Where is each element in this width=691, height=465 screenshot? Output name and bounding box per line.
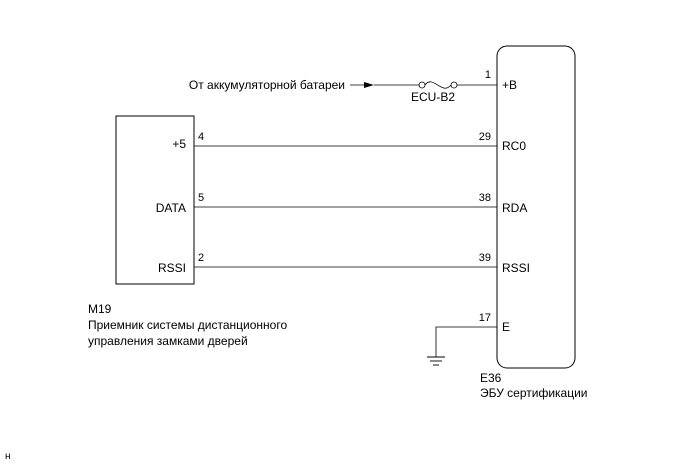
ecu-pin-1: 1 [485, 69, 491, 81]
receiver-name-line1: Приемник системы дистанционного [88, 318, 287, 332]
receiver-signal-data: DATA [156, 201, 186, 215]
fuse-symbol [418, 81, 458, 89]
footer-mark: н [5, 451, 11, 462]
ecu-pin-17: 17 [479, 312, 491, 324]
ecu-name: ЭБУ сертификации [480, 386, 588, 400]
ground-wire [435, 326, 497, 357]
ecu-pin-38: 38 [479, 192, 491, 204]
power-arrow-icon [364, 82, 374, 88]
receiver-signal-rssi: RSSI [158, 261, 186, 275]
ecu-signal-rda: RDA [502, 201, 527, 215]
ecu-signal-rssi: RSSI [502, 261, 530, 275]
receiver-pin-5: 5 [198, 192, 204, 204]
ecu-code: E36 [480, 371, 502, 385]
power-source-label: От аккумуляторной батареи [189, 78, 345, 92]
receiver-name-line2: управления замками дверей [88, 334, 248, 348]
ecu-signal-plusb: +B [502, 78, 517, 92]
receiver-code: M19 [88, 302, 112, 316]
ecu-pin-39: 39 [479, 252, 491, 264]
ecu-signal-rc0: RC0 [502, 139, 526, 153]
receiver-signal-plus5: +5 [172, 137, 186, 151]
ecu-pin-29: 29 [479, 131, 491, 143]
ecu-box [496, 45, 576, 369]
fuse-label: ECU-B2 [411, 90, 455, 104]
receiver-pin-2: 2 [198, 252, 204, 264]
ground-icon [427, 356, 445, 366]
receiver-pin-4: 4 [198, 131, 204, 143]
receiver-box [115, 115, 195, 285]
ecu-signal-e: E [502, 320, 510, 334]
